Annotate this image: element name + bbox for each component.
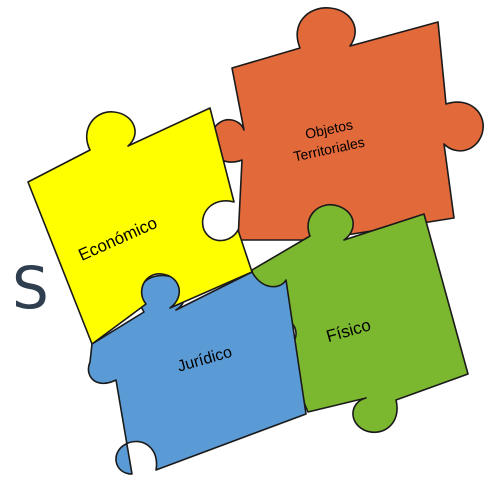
puzzle-piece-economico bbox=[27, 107, 253, 345]
partial-background-letter: S bbox=[12, 254, 49, 322]
